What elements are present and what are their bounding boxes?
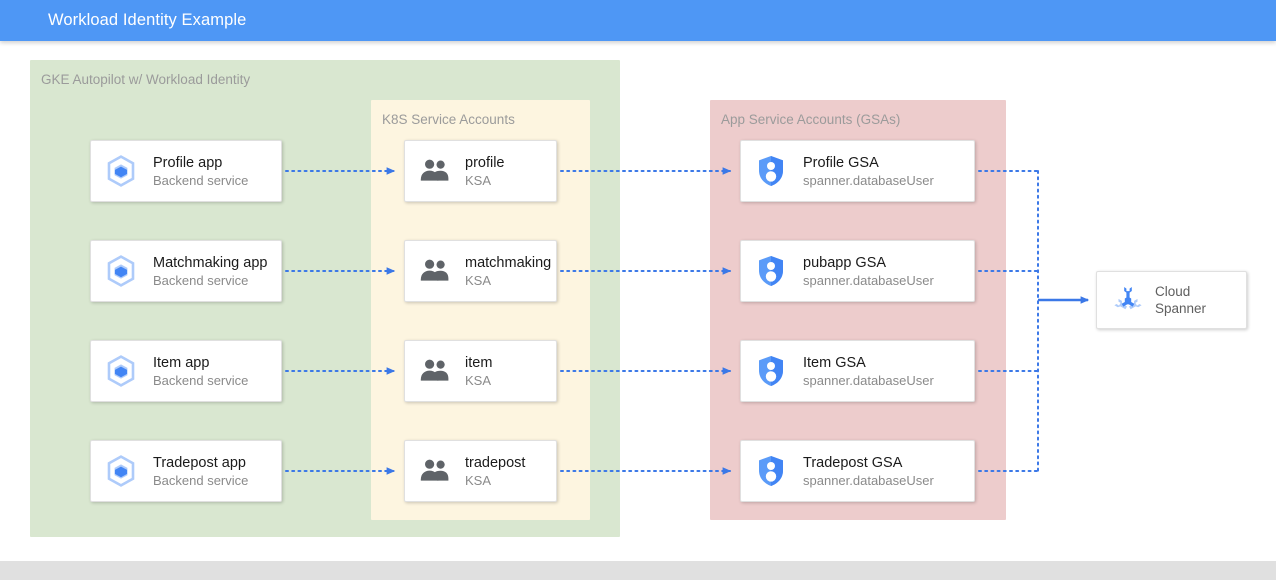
- card-title: Item GSA: [803, 354, 866, 371]
- card-title: pubapp GSA: [803, 254, 887, 271]
- card-app-profile-text: Profile app Backend service: [153, 154, 248, 189]
- card-app-item-text: Item app Backend service: [153, 354, 248, 389]
- card-gsa-item[interactable]: Item GSA spanner.databaseUser: [740, 340, 975, 402]
- card-ksa-item-text: item KSA: [465, 354, 492, 389]
- card-gsa-item-text: Item GSA spanner.databaseUser: [803, 354, 934, 389]
- card-app-tradepost-text: Tradepost app Backend service: [153, 454, 248, 489]
- card-app-tradepost[interactable]: Tradepost app Backend service: [90, 440, 282, 502]
- card-subtitle: spanner.databaseUser: [803, 172, 934, 188]
- people-group-icon: [409, 157, 461, 185]
- title-bar: Workload Identity Example: [0, 0, 1276, 41]
- card-subtitle: spanner.databaseUser: [803, 472, 934, 488]
- card-app-matchmaking-text: Matchmaking app Backend service: [153, 254, 267, 289]
- group-app-service-accounts-label: App Service Accounts (GSAs): [721, 112, 901, 127]
- card-subtitle: KSA: [465, 372, 492, 388]
- card-subtitle: Backend service: [153, 472, 249, 488]
- card-app-matchmaking[interactable]: Matchmaking app Backend service: [90, 240, 282, 302]
- card-title: tradepost: [465, 454, 526, 471]
- card-title: Profile app: [153, 154, 223, 171]
- card-ksa-profile[interactable]: profile KSA: [404, 140, 557, 202]
- card-gsa-pubapp[interactable]: pubapp GSA spanner.databaseUser: [740, 240, 975, 302]
- card-subtitle: Backend service: [153, 372, 249, 388]
- people-group-icon: [409, 457, 461, 485]
- card-ksa-matchmaking[interactable]: matchmaking KSA: [404, 240, 557, 302]
- cloud-spanner-icon: [1103, 283, 1153, 317]
- gke-app-icon: [95, 454, 147, 488]
- gke-app-icon: [95, 154, 147, 188]
- gke-app-icon: [95, 254, 147, 288]
- card-title: profile: [465, 154, 505, 171]
- card-cloud-spanner[interactable]: Cloud Spanner: [1096, 271, 1247, 329]
- card-title: Tradepost GSA: [803, 454, 903, 471]
- shield-person-icon: [745, 454, 797, 488]
- card-ksa-profile-text: profile KSA: [465, 154, 505, 189]
- card-title-line2: Spanner: [1155, 301, 1207, 316]
- card-title: matchmaking: [465, 254, 552, 271]
- card-app-item[interactable]: Item app Backend service: [90, 340, 282, 402]
- card-subtitle: KSA: [465, 172, 492, 188]
- gke-app-icon: [95, 354, 147, 388]
- card-gsa-profile[interactable]: Profile GSA spanner.databaseUser: [740, 140, 975, 202]
- card-ksa-tradepost[interactable]: tradepost KSA: [404, 440, 557, 502]
- card-subtitle: KSA: [465, 472, 492, 488]
- group-k8s-service-accounts-label: K8S Service Accounts: [382, 112, 515, 127]
- card-subtitle: Backend service: [153, 272, 249, 288]
- card-gsa-pubapp-text: pubapp GSA spanner.databaseUser: [803, 254, 934, 289]
- card-ksa-matchmaking-text: matchmaking KSA: [465, 254, 551, 289]
- card-title-line1: Cloud: [1155, 284, 1191, 299]
- card-ksa-tradepost-text: tradepost KSA: [465, 454, 525, 489]
- card-ksa-item[interactable]: item KSA: [404, 340, 557, 402]
- card-subtitle: spanner.databaseUser: [803, 372, 934, 388]
- card-title: Profile GSA: [803, 154, 879, 171]
- group-gke-autopilot-label: GKE Autopilot w/ Workload Identity: [41, 72, 251, 87]
- people-group-icon: [409, 357, 461, 385]
- card-title: item: [465, 354, 493, 371]
- card-subtitle: KSA: [465, 272, 492, 288]
- card-title: Tradepost app: [153, 454, 246, 471]
- shield-person-icon: [745, 154, 797, 188]
- page-title: Workload Identity Example: [48, 11, 247, 29]
- bottom-band: [0, 561, 1276, 580]
- card-app-profile[interactable]: Profile app Backend service: [90, 140, 282, 202]
- shield-person-icon: [745, 254, 797, 288]
- card-gsa-tradepost-text: Tradepost GSA spanner.databaseUser: [803, 454, 934, 489]
- shield-person-icon: [745, 354, 797, 388]
- card-cloud-spanner-text: Cloud Spanner: [1155, 283, 1206, 317]
- card-title: Matchmaking app: [153, 254, 268, 271]
- card-subtitle: spanner.databaseUser: [803, 272, 934, 288]
- card-subtitle: Backend service: [153, 172, 249, 188]
- card-gsa-tradepost[interactable]: Tradepost GSA spanner.databaseUser: [740, 440, 975, 502]
- people-group-icon: [409, 257, 461, 285]
- card-gsa-profile-text: Profile GSA spanner.databaseUser: [803, 154, 934, 189]
- card-title: Item app: [153, 354, 210, 371]
